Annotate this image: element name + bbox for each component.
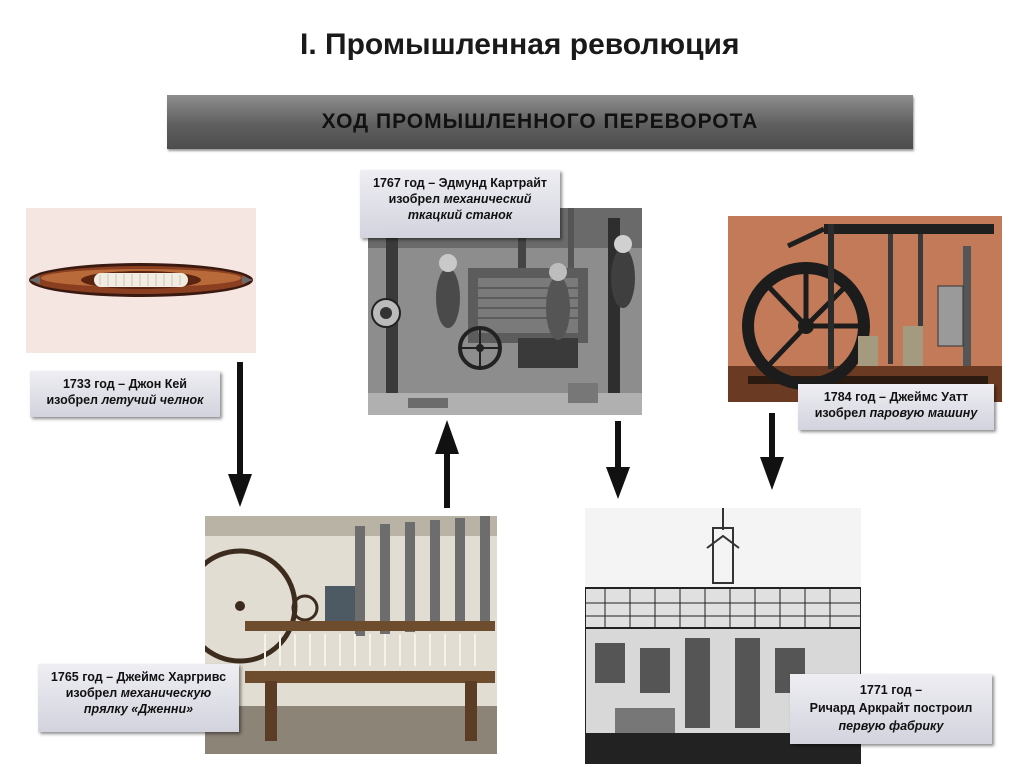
page-title: I. Промышленная революция <box>300 28 740 61</box>
factory-image <box>585 508 861 764</box>
arrow-down-icon <box>760 413 784 490</box>
caption-flying-shuttle: 1733 год – Джон Кей изобрел летучий челн… <box>30 371 220 417</box>
caption-steam-engine: 1784 год – Джеймс Уатт изобрел паровую м… <box>798 384 994 430</box>
caption-spinning-jenny: 1765 год – Джеймс Харгривс изобрел механ… <box>38 664 239 732</box>
arrow-up-icon <box>435 420 459 508</box>
arrow-down-icon <box>228 362 252 507</box>
power-loom-image <box>368 208 642 415</box>
caption-first-factory: 1771 год – Ричард Аркрайт построил перву… <box>790 674 992 744</box>
spinning-jenny-image <box>205 516 497 754</box>
caption-power-loom: 1767 год – Эдмунд Картрайт изобрел механ… <box>360 170 560 238</box>
arrow-down-icon <box>606 421 630 499</box>
banner-text: ХОД ПРОМЫШЛЕННОГО ПЕРЕВОРОТА <box>321 110 759 133</box>
section-banner: ХОД ПРОМЫШЛЕННОГО ПЕРЕВОРОТА <box>167 95 913 149</box>
steam-engine-image <box>728 216 1002 402</box>
flying-shuttle-image <box>26 208 256 353</box>
